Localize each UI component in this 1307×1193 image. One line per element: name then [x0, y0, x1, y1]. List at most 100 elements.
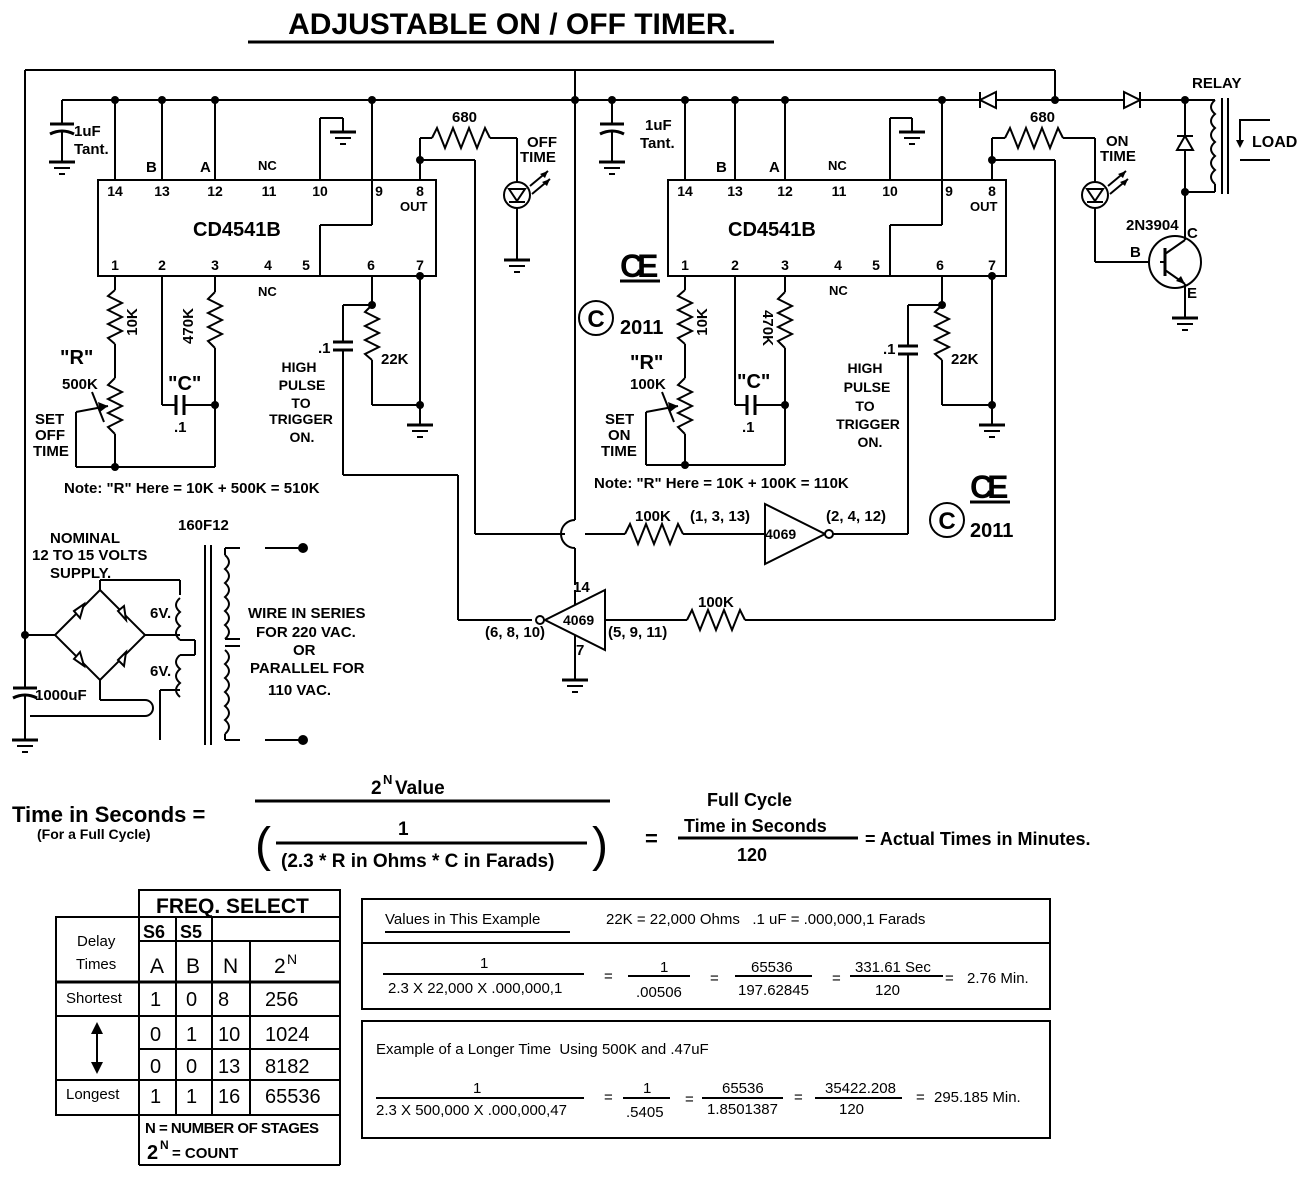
ce-mark-2: CE — [970, 469, 1014, 505]
formula-fc-den: 120 — [737, 845, 767, 865]
range-arrow-icon — [91, 1022, 103, 1074]
right-tant-cap-type: Tant. — [640, 135, 675, 152]
left-pin-top-0: 14 — [107, 183, 123, 199]
inverter-bottom: 100K 4069 (5, 9, 11) (6, 8, 10) 14 7 — [485, 579, 1055, 694]
formula-eq: = — [645, 826, 658, 851]
supply-cap: 1000uF — [35, 687, 87, 704]
power-supply: NOMINAL 12 TO 15 VOLTS SUPPLY. 160F12 10… — [10, 517, 366, 754]
svg-text:=: = — [685, 1091, 694, 1108]
ex1-f3-den: 197.62845 — [738, 982, 809, 999]
ex2-f3-den: 1.8501387 — [707, 1101, 778, 1118]
ex2-f2-num: 1 — [643, 1080, 651, 1097]
ex2-result: 295.185 Min. — [934, 1089, 1021, 1106]
wire-5: 110 VAC. — [268, 682, 331, 699]
freq-row-0-n: 8 — [218, 989, 229, 1011]
inverter-top-pins-in: (1, 3, 13) — [690, 508, 750, 525]
wire-3: OR — [293, 642, 316, 659]
formula: Time in Seconds = (For a Full Cycle) 2 N… — [12, 772, 1091, 872]
left-label-b: B — [146, 159, 157, 176]
transformer-label: 160F12 — [178, 517, 229, 534]
col-s5: S5 — [180, 922, 202, 942]
svg-text:CE: CE — [620, 248, 658, 284]
right-label-nc-top: NC — [828, 158, 847, 173]
freq-row-3-v: 65536 — [265, 1086, 321, 1108]
inverter-bottom-pins-in: (5, 9, 11) — [608, 624, 667, 641]
svg-text:): ) — [592, 819, 608, 872]
left-pulse-1: HIGH — [282, 359, 317, 375]
inverter-bottom-name: 4069 — [563, 612, 594, 628]
delay-2: Times — [76, 956, 116, 973]
freq-row-3-n: 16 — [218, 1086, 240, 1108]
freq-row-2-n: 13 — [218, 1056, 240, 1078]
right-led-icon — [1081, 170, 1129, 209]
freq-row-1-b: 1 — [186, 1024, 197, 1046]
left-r470k: 470K — [180, 308, 197, 344]
flyback-diode-icon — [1175, 133, 1195, 151]
right-led-label-1: ON — [1106, 133, 1129, 150]
col-n: N — [223, 955, 238, 978]
right-set-3: TIME — [601, 443, 637, 460]
ex2-f1-den: 2.3 X 500,000 X .000,000,47 — [376, 1102, 567, 1119]
left-pulse-5: ON. — [290, 429, 315, 445]
ex1-f3-num: 65536 — [751, 959, 793, 976]
right-pin-bottom-1: 2 — [731, 257, 739, 273]
ex1-title: Values in This Example — [385, 911, 540, 928]
right-r-name: "R" — [630, 352, 663, 374]
ex1-f4-num: 331.61 Sec — [855, 959, 931, 976]
inverter-top-name: 4069 — [765, 526, 796, 542]
year-1: 2011 — [620, 317, 663, 339]
left-chip-out: OUT — [400, 199, 428, 214]
relay-load: LOAD — [1252, 134, 1297, 151]
right-led-resistor-value: 680 — [1030, 109, 1055, 126]
left-led-resistor-value: 680 — [452, 109, 477, 126]
copyright-2: C 2011 — [929, 502, 1013, 542]
svg-text:C: C — [587, 306, 604, 333]
ex1-values: 22K = 22,000 Ohms .1 uF = .000,000,1 Far… — [606, 911, 925, 928]
freq-row-2-a: 0 — [150, 1056, 161, 1078]
formula-num-exp: N — [383, 772, 392, 787]
inverter-top-pins-out: (2, 4, 12) — [826, 508, 886, 525]
transistor-e: E — [1187, 285, 1197, 302]
left-cd4541b-chip — [97, 179, 437, 277]
svg-text:=: = — [604, 968, 613, 985]
right-c-value: .1 — [742, 419, 755, 436]
inverter-bottom-res: 100K — [698, 594, 734, 611]
freq-row-1-a: 0 — [150, 1024, 161, 1046]
left-pulse-2: PULSE — [279, 377, 326, 393]
right-pin-top-6: 8 — [988, 183, 996, 199]
freq-row-2-b: 0 — [186, 1056, 197, 1078]
ce-mark-1: CE — [620, 248, 664, 284]
delay-1: Delay — [77, 933, 116, 950]
left-chip-name: CD4541B — [193, 219, 281, 241]
ex2-f2-den: .5405 — [626, 1104, 664, 1121]
freq-row-0-a: 1 — [150, 989, 161, 1011]
transistor-c: C — [1187, 225, 1198, 242]
left-pin-top-5: 9 — [375, 183, 383, 199]
inverter-bottom-vdd: 14 — [573, 579, 590, 596]
left-c-value: .1 — [174, 419, 187, 436]
year-2: 2011 — [970, 520, 1013, 542]
left-pin-top-6: 8 — [416, 183, 424, 199]
svg-text:CE: CE — [970, 469, 1008, 505]
inverter-top: 100K 4069 (1, 3, 13) (2, 4, 12) — [585, 502, 886, 566]
ex1-result: 2.76 Min. — [967, 970, 1029, 987]
svg-text:=: = — [604, 1089, 613, 1106]
freq-footer-2-base: 2 — [147, 1142, 158, 1164]
right-pin-bottom-0: 1 — [681, 257, 689, 273]
right-pin-top-3: 11 — [832, 183, 847, 199]
svg-text:=: = — [916, 1089, 925, 1106]
right-pin-top-1: 13 — [727, 183, 743, 199]
left-pin-bottom-4: 5 — [302, 257, 310, 273]
left-pin-top-2: 12 — [207, 183, 223, 199]
freq-row-3-label: Longest — [66, 1086, 120, 1103]
ex2-f1-num: 1 — [473, 1080, 481, 1097]
right-pulse-1: HIGH — [848, 360, 883, 376]
left-pulse-4: TRIGGER — [269, 411, 333, 427]
freq-row-3-b: 1 — [186, 1086, 197, 1108]
freq-row-0-label: Shortest — [66, 990, 123, 1007]
supply-sec-top: 6V. — [150, 605, 171, 622]
freq-row-1-v: 1024 — [265, 1024, 310, 1046]
left-set-2: OFF — [35, 427, 65, 444]
